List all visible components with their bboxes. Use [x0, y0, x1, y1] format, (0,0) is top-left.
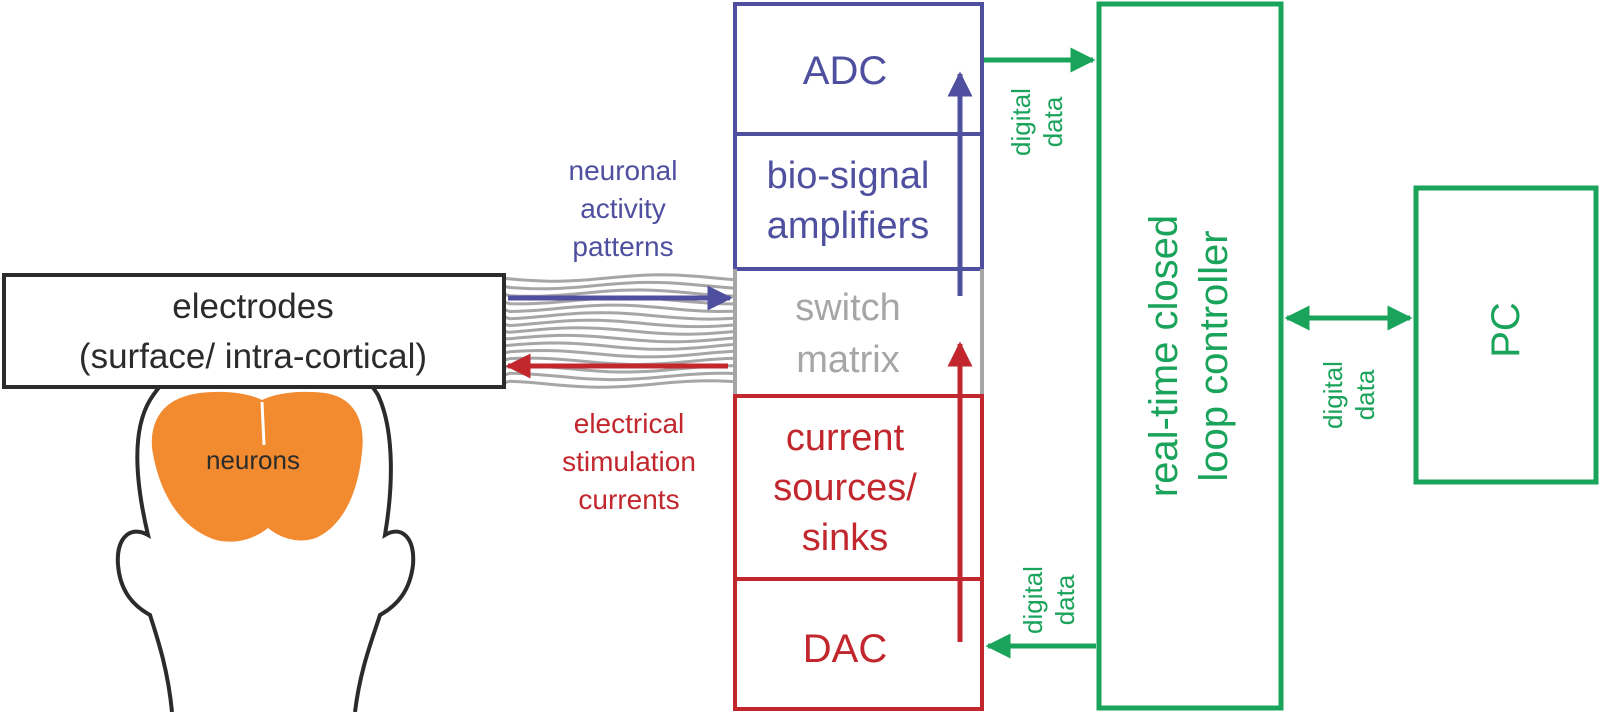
dac-block [733, 577, 984, 711]
amplifiers-label-line1: bio-signal [767, 155, 930, 197]
pc-block [1413, 185, 1599, 485]
stimulation-label-line2: stimulation [562, 446, 696, 477]
svg-text:data: data [1350, 369, 1380, 420]
switch-label-line1: switch [795, 287, 901, 329]
svg-text:digital: digital [1018, 566, 1048, 634]
cable-wire [499, 341, 738, 351]
pc-label: PC [1484, 302, 1528, 358]
amplifiers-label-line2: amplifiers [767, 205, 930, 247]
stimulation-label-line1: electrical [574, 408, 684, 439]
cable-wire [499, 348, 738, 359]
stimulation-label-line3: currents [578, 484, 679, 515]
digital-data-label-pc: digital data [1318, 361, 1380, 429]
cable-wire [499, 288, 738, 298]
current-sources-label-line3: sinks [802, 517, 889, 559]
cable-wire [499, 371, 738, 382]
digital-data-label-top: digital data [1006, 88, 1068, 156]
neurons-label: neurons [206, 445, 300, 475]
controller-label-line2: loop controller [1192, 230, 1236, 481]
svg-text:data: data [1050, 574, 1080, 625]
cable-wire [499, 333, 738, 344]
cable-wire [499, 303, 738, 314]
cable-wire [499, 280, 738, 291]
current-sources-label-line1: current [786, 417, 905, 459]
switch-label-line2: matrix [796, 339, 899, 381]
electrodes-label-line2: (surface/ intra-cortical) [79, 337, 427, 376]
controller-block [1096, 1, 1284, 711]
recording-label-line3: patterns [572, 231, 673, 262]
adc-label: ADC [803, 49, 887, 93]
electrode-cable-bundle [499, 273, 738, 389]
electrodes-label-line1: electrodes [172, 287, 333, 326]
cable-wire [499, 318, 738, 329]
recording-label-line1: neuronal [569, 155, 678, 186]
cable-wire [499, 273, 738, 283]
digital-data-label-bottom: digital data [1018, 566, 1080, 634]
switch-matrix-block [733, 269, 984, 396]
current-sources-label-line2: sources/ [773, 467, 917, 509]
cable-wire [499, 311, 738, 321]
recording-label-line2: activity [580, 193, 666, 224]
cable-wire [499, 326, 738, 336]
brain-shape [151, 391, 363, 542]
svg-text:digital: digital [1006, 88, 1036, 156]
controller-label-line1: real-time closed [1142, 215, 1186, 497]
svg-text:digital: digital [1318, 361, 1348, 429]
svg-text:data: data [1038, 96, 1068, 147]
electrodes-box [2, 273, 506, 389]
cable-wire [499, 379, 738, 389]
amplifiers-block [733, 132, 984, 271]
dac-label: DAC [803, 627, 887, 671]
